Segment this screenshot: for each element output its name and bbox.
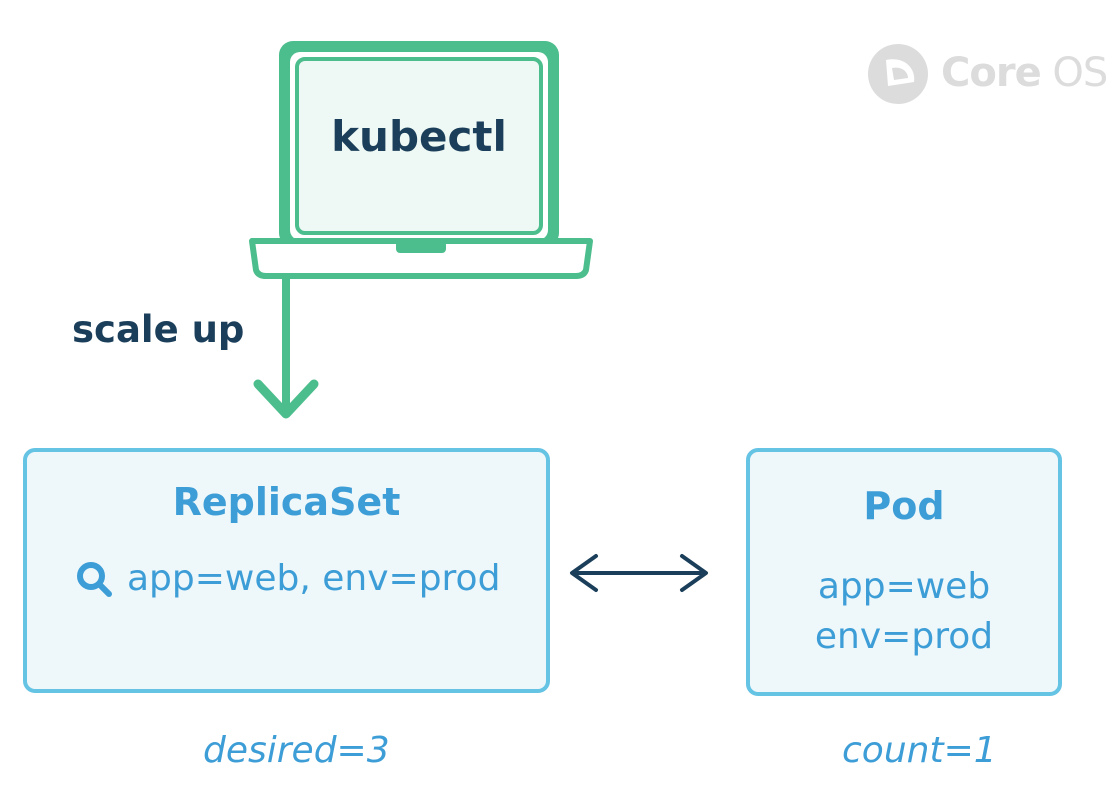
scale-up-label: scale up [72,308,245,351]
count-caption: count=1 [842,730,997,771]
pod-labels: app=web env=prod [750,562,1058,662]
replicaset-box: ReplicaSet app=web, env=prod [23,448,550,693]
bidirectional-arrow-icon [570,554,708,592]
desired-caption: desired=3 [203,730,390,771]
replicaset-title: ReplicaSet [172,480,401,524]
kubectl-label: kubectl [331,112,507,161]
laptop-icon [249,41,593,279]
search-icon [77,561,112,597]
replicaset-selector: app=web, env=prod [75,558,500,599]
pod-label: env=prod [814,616,994,657]
selector-text: app=web, env=prod [127,558,501,599]
coreos-logo-icon [868,44,928,104]
pod-box: Pod app=web env=prod [746,448,1062,696]
coreos-logo: Core OS [866,42,1108,106]
coreos-logo-text: Core OS [941,50,1108,96]
pod-title: Pod [863,484,945,528]
arrow-down-icon [253,276,319,419]
pod-label: app=web [817,566,991,607]
